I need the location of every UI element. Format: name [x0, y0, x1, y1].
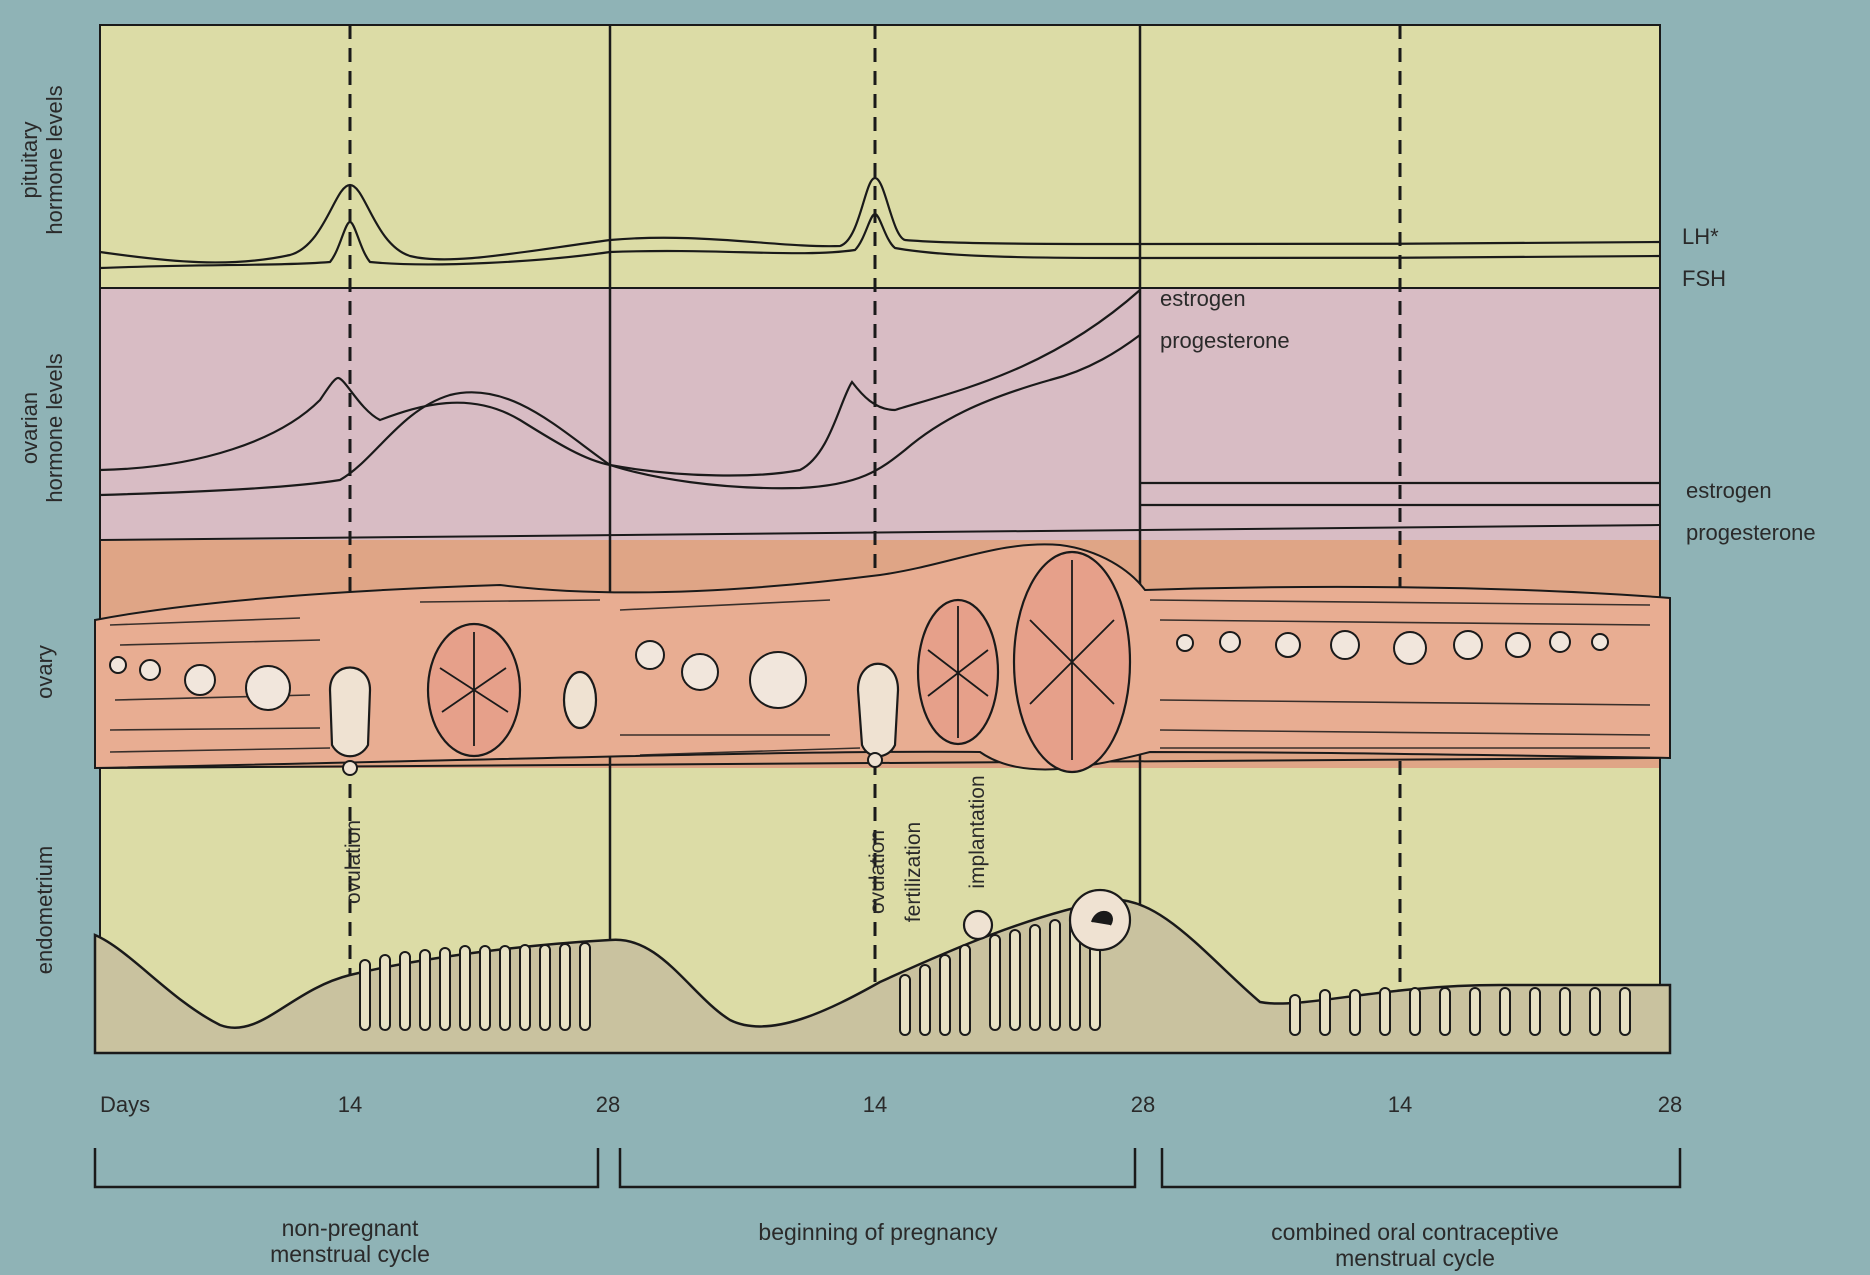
ovarian-band [100, 288, 1660, 540]
day-28-cycle1: 28 [596, 1092, 620, 1117]
fsh-label: FSH [1682, 266, 1726, 291]
endometrium-label: endometrium [32, 846, 57, 974]
day-14-cycle1: 14 [338, 1092, 362, 1117]
implantation-label: implantation [966, 775, 989, 888]
days-label: Days [100, 1092, 150, 1117]
fertilization-label: fertilization [902, 822, 925, 922]
ovarian-label-2: hormone levels [42, 353, 67, 502]
ovarian-label-1: ovarian [17, 392, 42, 464]
progesterone-inline-label: progesterone [1160, 328, 1290, 353]
day-28-cycle3: 28 [1658, 1092, 1682, 1117]
day-14-cycle3: 14 [1388, 1092, 1412, 1117]
estrogen-right-label: estrogen [1686, 478, 1772, 503]
day-14-cycle2: 14 [863, 1092, 887, 1117]
pituitary-band [100, 25, 1660, 288]
pituitary-label-1: pituitary [17, 121, 42, 198]
cycle-brackets [95, 1148, 1680, 1187]
cycle1-caption-line1: non-pregnant [282, 1215, 419, 1241]
cycle-captions: non-pregnant menstrual cycle beginning o… [270, 1215, 1559, 1271]
cycle3-caption-line1: combined oral contraceptive [1271, 1219, 1559, 1245]
row-labels: pituitary hormone levels ovarian hormone… [17, 85, 67, 974]
cycle3-caption-line2: menstrual cycle [1335, 1245, 1495, 1271]
day-axis: Days 14 28 14 28 14 28 [100, 1092, 1682, 1117]
progesterone-right-label: progesterone [1686, 520, 1816, 545]
ovulation-label-1: ovulation [342, 820, 365, 904]
implanting-embryo [964, 911, 992, 939]
pituitary-label-2: hormone levels [42, 85, 67, 234]
estrogen-inline-label: estrogen [1160, 286, 1246, 311]
lh-label: LH* [1682, 224, 1719, 249]
ovulation-label-2: ovulation [866, 830, 889, 914]
cycle2-caption: beginning of pregnancy [758, 1219, 998, 1245]
cycle1-caption-line2: menstrual cycle [270, 1241, 430, 1267]
day-28-cycle2: 28 [1131, 1092, 1155, 1117]
ovary-label: ovary [32, 645, 57, 699]
